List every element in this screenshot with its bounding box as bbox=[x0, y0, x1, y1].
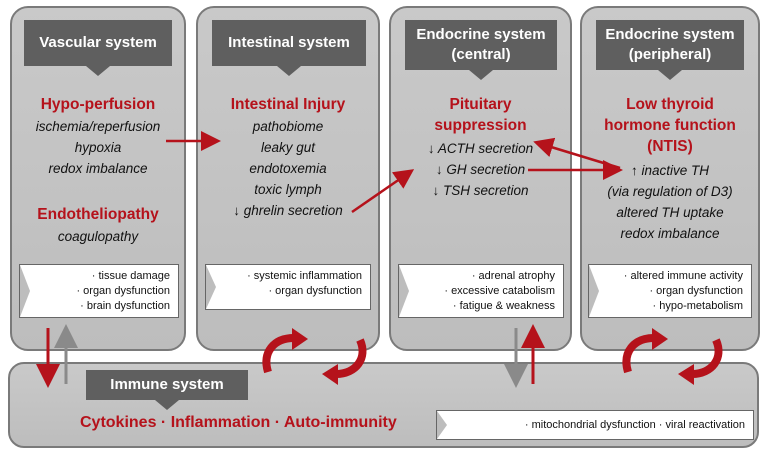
section-title: Pituitary suppression bbox=[391, 94, 570, 136]
header-line: Immune system bbox=[110, 376, 224, 393]
immune-panel: Immune system Cytokines · Inflammation ·… bbox=[8, 362, 759, 448]
endocrine-central-panel: Endocrine system (central) Pituitary sup… bbox=[389, 6, 572, 351]
outcome-text: · hypo-metabolism bbox=[652, 300, 743, 312]
item-text: endotoxemia bbox=[249, 161, 327, 176]
chevron-shape bbox=[589, 265, 599, 317]
outcome-text: · altered immune activity bbox=[623, 270, 743, 282]
section-items: pathobiome leaky gut endotoxemia toxic l… bbox=[198, 116, 378, 221]
outcome-text: · tissue damage bbox=[91, 270, 170, 282]
outcome-text: · organ dysfunction bbox=[76, 285, 170, 297]
arrow-ghrelin-to-gh bbox=[351, 169, 415, 214]
header-line: (central) bbox=[451, 46, 511, 63]
section-title-line: Pituitary bbox=[449, 96, 512, 113]
item-text: redox imbalance bbox=[620, 226, 720, 241]
item-text: ↓ ACTH secretion bbox=[427, 141, 534, 156]
section-items: ↑ inactive TH (via regulation of D3) alt… bbox=[582, 160, 758, 244]
chevron-shape bbox=[437, 411, 447, 439]
section-title-line: (NTIS) bbox=[647, 138, 693, 155]
chevron-shape bbox=[20, 265, 30, 317]
immune-header: Immune system bbox=[86, 370, 248, 410]
outcome-text: · excessive catabolism bbox=[444, 285, 555, 297]
outcome-box: · systemic inflammation · organ dysfunct… bbox=[205, 264, 371, 310]
section-items: ↓ ACTH secretion ↓ GH secretion ↓ TSH se… bbox=[391, 138, 570, 201]
immune-main-text: Cytokines · Inflammation · Auto-immunity bbox=[80, 414, 397, 431]
panel-header: Endocrine system (central) bbox=[405, 20, 557, 80]
outcome-text: · mitochondrial dysfunction · viral reac… bbox=[524, 419, 745, 431]
section-items: coagulopathy bbox=[12, 226, 184, 247]
item-text: redox imbalance bbox=[48, 161, 148, 176]
item-text: ↓ GH secretion bbox=[435, 162, 526, 177]
chevron-shape bbox=[206, 265, 216, 309]
item-text: (via regulation of D3) bbox=[607, 184, 733, 199]
item-text: toxic lymph bbox=[254, 182, 322, 197]
arrow-peripheral-to-acth bbox=[533, 137, 621, 170]
item-text: altered TH uptake bbox=[616, 205, 724, 220]
section-title: Endotheliopathy bbox=[12, 204, 184, 225]
header-line: Endocrine system bbox=[416, 26, 546, 43]
outcome-box: · adrenal atrophy · excessive catabolism… bbox=[398, 264, 564, 318]
item-text: hypoxia bbox=[74, 140, 122, 155]
outcome-text: · organ dysfunction bbox=[649, 285, 743, 297]
circular-arrows-intestinal bbox=[262, 328, 367, 385]
section-title: Intestinal Injury bbox=[198, 94, 378, 115]
header-line: Intestinal system bbox=[228, 34, 350, 51]
header-line: Vascular system bbox=[39, 34, 157, 51]
outcome-text: · brain dysfunction bbox=[80, 300, 170, 312]
section-title: Low thyroid hormone function (NTIS) bbox=[582, 94, 758, 157]
section-title-line: Endotheliopathy bbox=[37, 206, 159, 223]
intestinal-panel: Intestinal system Intestinal Injury path… bbox=[196, 6, 380, 351]
outcome-box: · altered immune activity · organ dysfun… bbox=[588, 264, 752, 318]
outcome-box: · tissue damage · organ dysfunction · br… bbox=[19, 264, 179, 318]
panel-header: Intestinal system bbox=[212, 20, 366, 76]
section-title-line: hormone function bbox=[604, 117, 736, 134]
section-title-line: Low thyroid bbox=[626, 96, 714, 113]
outcome-text: · adrenal atrophy bbox=[471, 270, 555, 282]
section-items: ischemia/reperfusion hypoxia redox imbal… bbox=[12, 116, 184, 179]
header-line: (peripheral) bbox=[628, 46, 712, 63]
section-title: Hypo-perfusion bbox=[12, 94, 184, 115]
chevron-shape bbox=[399, 265, 409, 317]
outcome-text: · fatigue & weakness bbox=[452, 300, 555, 312]
section-title-line: suppression bbox=[434, 117, 527, 134]
section-title-line: Intestinal Injury bbox=[230, 96, 346, 113]
item-text: ischemia/reperfusion bbox=[35, 119, 161, 134]
section-title-line: Hypo-perfusion bbox=[40, 96, 156, 113]
immune-outcome-box: · mitochondrial dysfunction · viral reac… bbox=[436, 410, 754, 440]
panel-header: Vascular system bbox=[24, 20, 172, 76]
outcome-text: · systemic inflammation bbox=[247, 270, 362, 282]
circular-arrows-peripheral bbox=[622, 328, 723, 385]
panel-header: Endocrine system (peripheral) bbox=[596, 20, 744, 80]
endocrine-peripheral-panel: Endocrine system (peripheral) Low thyroi… bbox=[580, 6, 760, 351]
item-text: pathobiome bbox=[252, 119, 324, 134]
header-line: Endocrine system bbox=[605, 26, 735, 43]
item-text: ↑ inactive TH bbox=[630, 163, 710, 178]
vascular-panel: Vascular system Hypo-perfusion ischemia/… bbox=[10, 6, 186, 351]
item-text: ↓ TSH secretion bbox=[432, 183, 529, 198]
item-text: coagulopathy bbox=[57, 229, 139, 244]
outcome-text: · organ dysfunction bbox=[268, 285, 362, 297]
item-text: ↓ ghrelin secretion bbox=[233, 203, 343, 218]
item-text: leaky gut bbox=[260, 140, 316, 155]
